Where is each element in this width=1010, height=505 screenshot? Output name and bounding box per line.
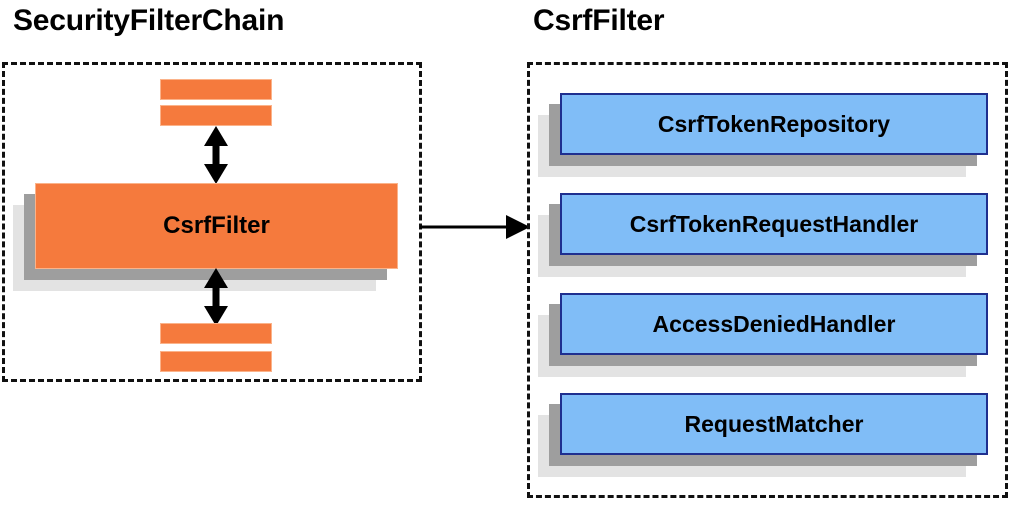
left-panel-title: SecurityFilterChain [13,4,285,37]
collaborator-card-face: CsrfTokenRepository [560,93,988,155]
collaborator-card-access-denied-handler[interactable]: AccessDeniedHandler [538,293,988,377]
csrf-filter-expansion-arrow [420,215,530,239]
collaborator-card-face: RequestMatcher [560,393,988,455]
right-panel-title: CsrfFilter [533,4,665,37]
filter-bar-top-1 [160,79,272,100]
csrf-filter-card-face: CsrfFilter [35,183,398,269]
filter-bar-bottom-1 [160,323,272,344]
collaborator-label: RequestMatcher [684,410,864,437]
filter-bar-bottom-2 [160,351,272,372]
csrf-filter-boundary [527,62,1008,498]
collaborator-label: CsrfTokenRequestHandler [629,210,919,237]
collaborator-label: AccessDeniedHandler [652,310,896,337]
filter-bar-top-2 [160,105,272,126]
collaborator-card-csrf-token-request-handler[interactable]: CsrfTokenRequestHandler [538,193,988,277]
arrow-down-double [204,268,228,326]
arrow-up-double [204,126,228,184]
collaborator-card-face: AccessDeniedHandler [560,293,988,355]
collaborator-card-face: CsrfTokenRequestHandler [560,193,988,255]
security-filter-chain-boundary [2,62,422,382]
collaborator-card-request-matcher[interactable]: RequestMatcher [538,393,988,477]
collaborator-label: CsrfTokenRepository [657,110,891,137]
csrf-filter-label: CsrfFilter [163,212,270,239]
csrf-filter-card[interactable]: CsrfFilter [13,183,398,291]
collaborator-card-csrf-token-repository[interactable]: CsrfTokenRepository [538,93,988,177]
